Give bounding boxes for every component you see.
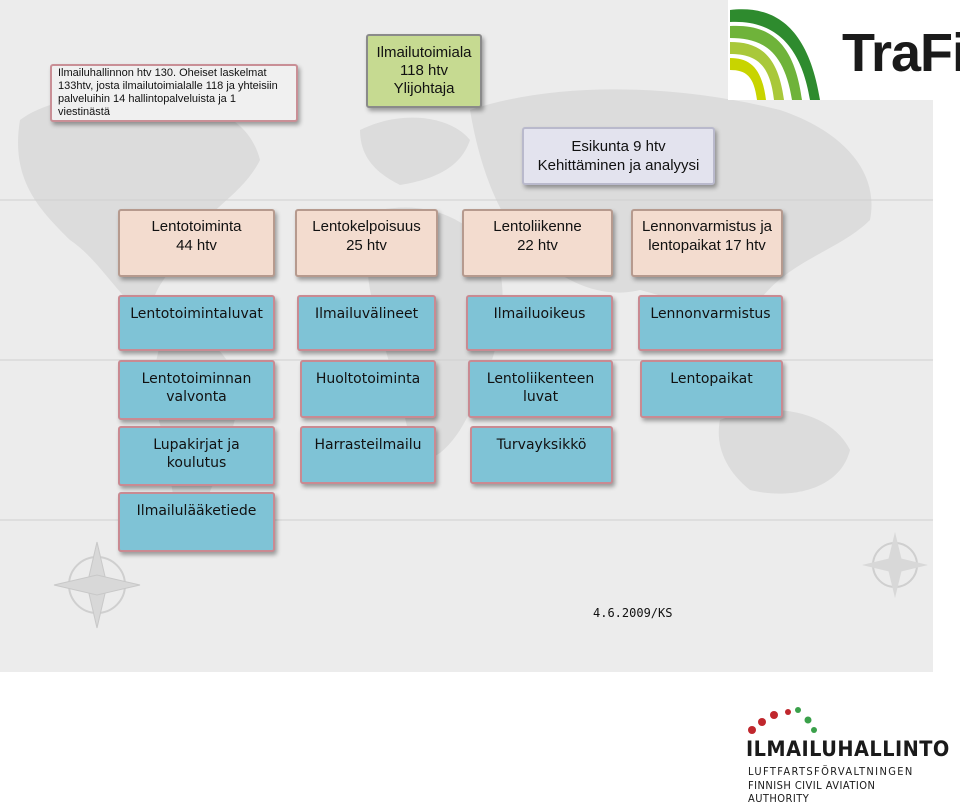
department-htv: 25 htv (346, 237, 387, 254)
date-text: 4.6.2009/KS (593, 606, 673, 620)
unit-label: Lupakirjat ja (153, 437, 240, 453)
unit-box-lentotoimintaluvat: Lentotoimintaluvat (118, 295, 275, 351)
unit-label: Ilmailuoikeus (493, 306, 586, 322)
trafi-swoosh-icon (730, 9, 820, 100)
top-box-title: Ilmailutoimiala (376, 44, 472, 61)
unit-label: Lentotoimintaluvat (130, 306, 263, 322)
compass-rose-icon (862, 532, 928, 598)
ilmailuhallinto-logo-subtitle-swedish: LUFTFARTSFÖRVALTNINGEN (748, 765, 914, 778)
unit-box-ilmailuvalineet: Ilmailuvälineet (297, 295, 436, 351)
note-box: Ilmailuhallinnon htv 130. Oheiset laskel… (50, 64, 298, 122)
unit-label: Ilmailuvälineet (314, 306, 419, 322)
top-box-role: Ylijohtaja (393, 80, 455, 97)
unit-box-lennonvarmistus: Lennonvarmistus (638, 295, 783, 351)
unit-label: Ilmailulääketiede (136, 503, 257, 519)
top-box-htv: 118 htv (399, 62, 449, 79)
trafi-logo: TraFi (728, 0, 960, 100)
unit-label: koulutus (166, 455, 227, 471)
unit-box-turvayksikko: Turvayksikkö (470, 426, 613, 484)
unit-label: Lentoliikenteen (486, 371, 595, 387)
department-box-lentoliikenne: Lentoliikenne 22 htv (462, 209, 613, 277)
department-name: Lentotoiminta (151, 218, 242, 235)
note-line-1: Ilmailuhallinnon htv 130. Oheiset laskel… (58, 67, 267, 79)
unit-label: Lennonvarmistus (650, 306, 771, 322)
unit-box-lentopaikat: Lentopaikat (640, 360, 783, 418)
trafi-logo-text: TraFi (842, 23, 960, 83)
unit-box-lupakirjat-ja-koulutus: Lupakirjat ja koulutus (118, 426, 275, 486)
department-box-lentokelpoisuus: Lentokelpoisuus 25 htv (295, 209, 438, 277)
unit-box-lentoliikenteen-luvat: Lentoliikenteen luvat (468, 360, 613, 418)
unit-box-huoltotoiminta: Huoltotoiminta (300, 360, 436, 418)
unit-label: luvat (522, 389, 559, 405)
unit-box-ilmailulaaketiede: Ilmailulääketiede (118, 492, 275, 552)
department-name: Lennonvarmistus ja (641, 218, 773, 235)
unit-label: Huoltotoiminta (315, 371, 421, 387)
unit-label: Turvayksikkö (496, 437, 587, 453)
department-htv: lentopaikat 17 htv (648, 237, 766, 254)
note-line-3: palveluihin 14 hallintopalveluista ja 1 … (58, 93, 236, 118)
department-htv: 22 htv (517, 237, 558, 254)
ilmailuhallinto-dots-icon (748, 707, 817, 734)
department-name: Lentoliikenne (493, 218, 582, 235)
department-name: Lentokelpoisuus (312, 218, 421, 235)
ilmailuhallinto-logo-subtitle-english: FINNISH CIVIL AVIATION AUTHORITY (748, 779, 876, 805)
compass-rose-icon (53, 541, 141, 629)
unit-box-harrasteilmailu: Harrasteilmailu (300, 426, 436, 484)
unit-label: Lentotoiminnan (141, 371, 252, 387)
note-line-2: 133htv, josta ilmailutoimialalle 118 ja … (58, 80, 278, 92)
staff-box-title: Esikunta 9 htv (571, 138, 666, 155)
department-htv: 44 htv (176, 237, 217, 254)
unit-box-lentotoiminnan-valvonta: Lentotoiminnan valvonta (118, 360, 275, 420)
staff-box-subtitle: Kehittäminen ja analyysi (537, 157, 700, 174)
department-box-lentotoiminta: Lentotoiminta 44 htv (118, 209, 275, 277)
top-level-box: Ilmailutoimiala 118 htv Ylijohtaja (366, 34, 482, 108)
unit-label: valvonta (166, 389, 227, 405)
department-box-lennonvarmistus: Lennonvarmistus ja lentopaikat 17 htv (631, 209, 783, 277)
unit-label: Lentopaikat (670, 371, 753, 387)
unit-box-ilmailuoikeus: Ilmailuoikeus (466, 295, 613, 351)
ilmailuhallinto-logo-text: ILMAILUHALLINTO (746, 737, 950, 761)
staff-box: Esikunta 9 htv Kehittäminen ja analyysi (522, 127, 715, 185)
unit-label: Harrasteilmailu (314, 437, 422, 453)
